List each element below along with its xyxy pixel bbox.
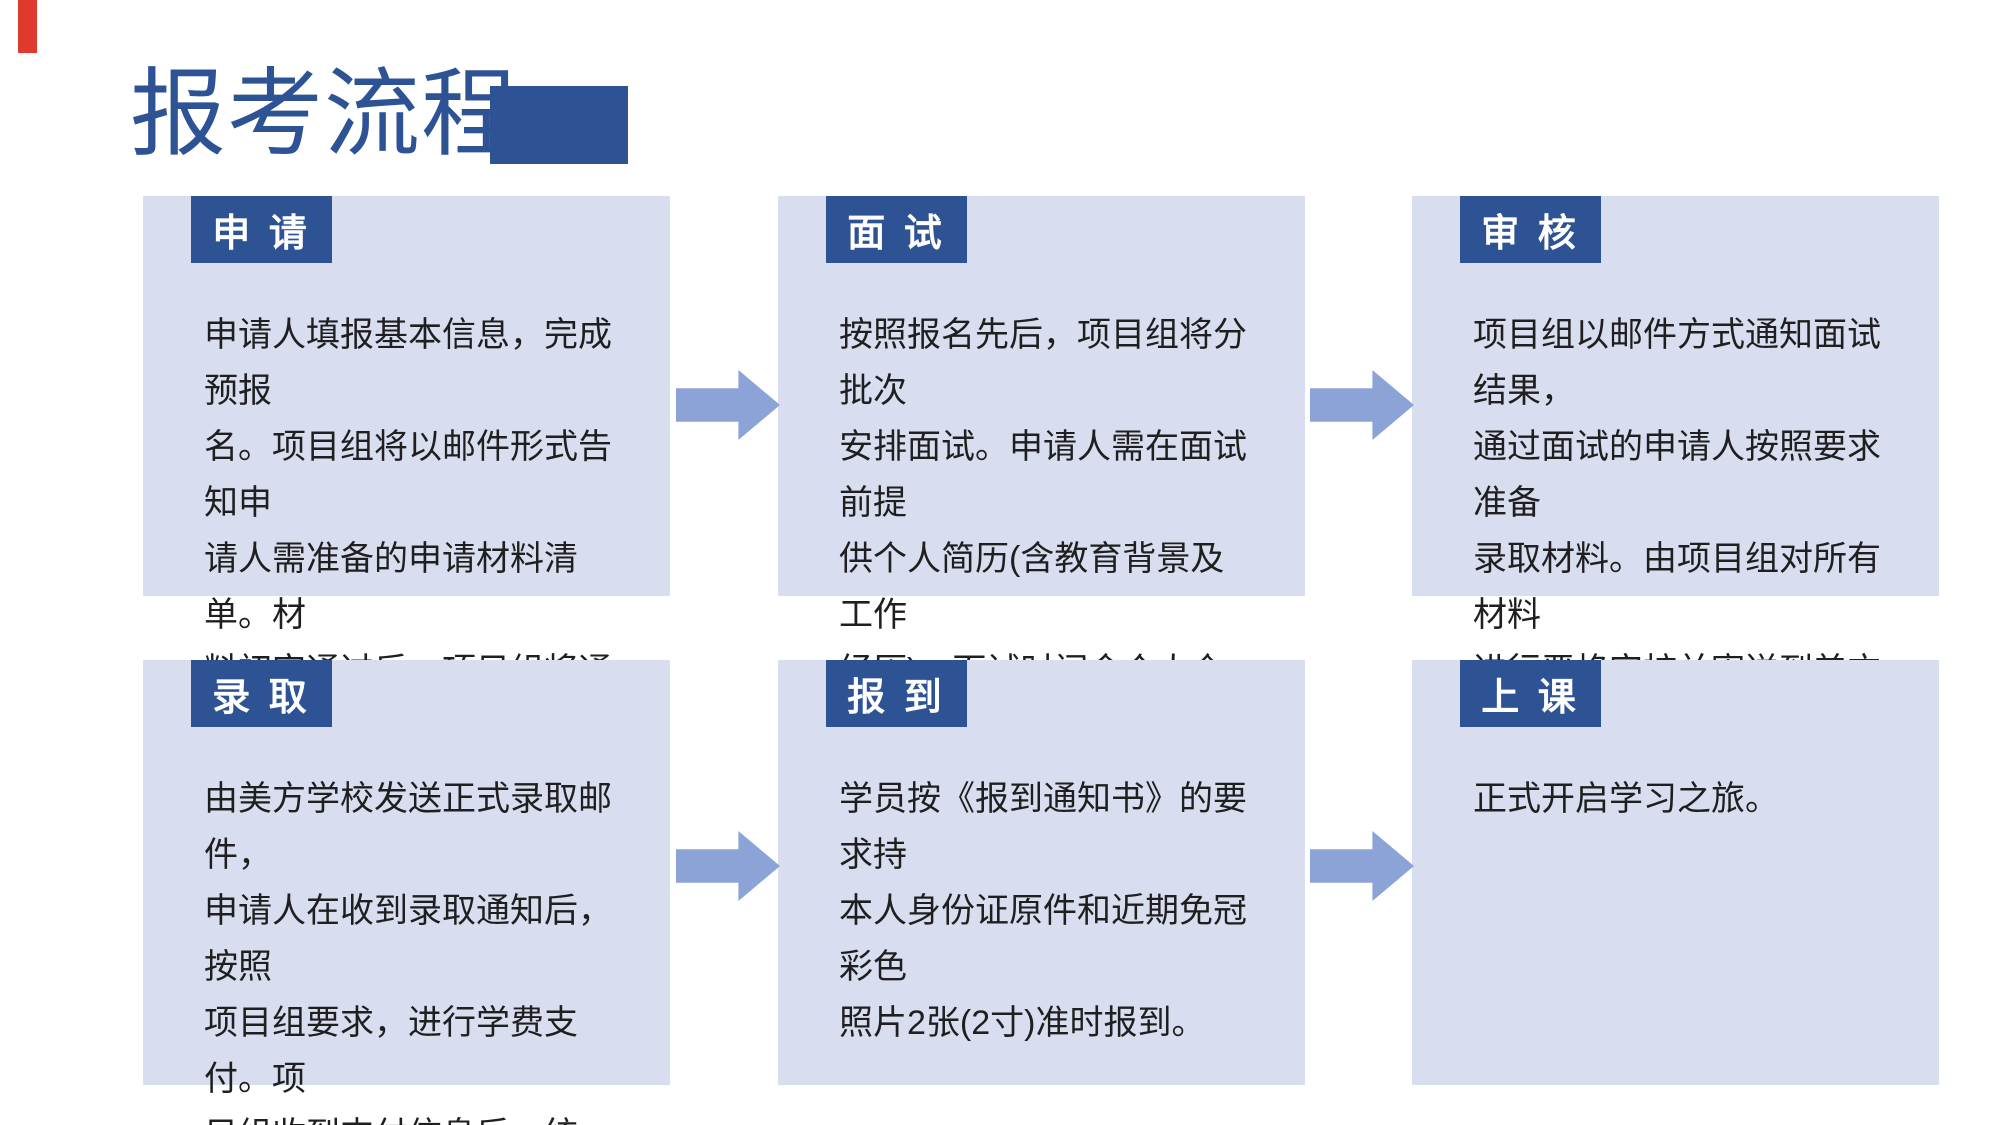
card-review: 审 核 项目组以邮件方式通知面试结果， 通过面试的申请人按照要求准备 录取材料。…: [1412, 196, 1939, 802]
card-review-badge: 审 核: [1460, 196, 1601, 263]
flow-arrow-right-icon: [676, 370, 780, 440]
flow-arrow-right-icon: [1310, 370, 1414, 440]
flow-arrow-right-icon: [1310, 831, 1414, 901]
card-class-badge: 上 课: [1460, 660, 1601, 727]
card-admission: 录 取 由美方学校发送正式录取邮件， 申请人在收到录取通知后，按照 项目组要求，…: [143, 660, 670, 1125]
card-apply: 申 请 申请人填报基本信息，完成预报 名。项目组将以邮件形式告知申 请人需准备的…: [143, 196, 670, 802]
title-accent-square: [490, 86, 628, 164]
card-registration-badge: 报 到: [826, 660, 967, 727]
card-class: 上 课 正式开启学习之旅。: [1412, 660, 1939, 1085]
red-accent-bar: [18, 0, 37, 53]
card-interview-badge: 面 试: [826, 196, 967, 263]
card-interview: 面 试 按照报名先后，项目组将分批次 安排面试。申请人需在面试前提 供个人简历(…: [778, 196, 1305, 802]
page-title: 报考流程: [130, 61, 518, 168]
card-registration: 报 到 学员按《报到通知书》的要求持 本人身份证原件和近期免冠彩色 照片2张(2…: [778, 660, 1305, 1085]
card-class-body: 正式开启学习之旅。: [1473, 780, 1779, 818]
card-admission-body: 由美方学校发送正式录取邮件， 申请人在收到录取通知后，按照 项目组要求，进行学费…: [204, 780, 612, 1125]
card-apply-badge: 申 请: [191, 196, 332, 263]
card-registration-body: 学员按《报到通知书》的要求持 本人身份证原件和近期免冠彩色 照片2张(2寸)准时…: [839, 780, 1247, 1042]
flow-arrow-right-icon: [676, 831, 780, 901]
card-admission-badge: 录 取: [191, 660, 332, 727]
